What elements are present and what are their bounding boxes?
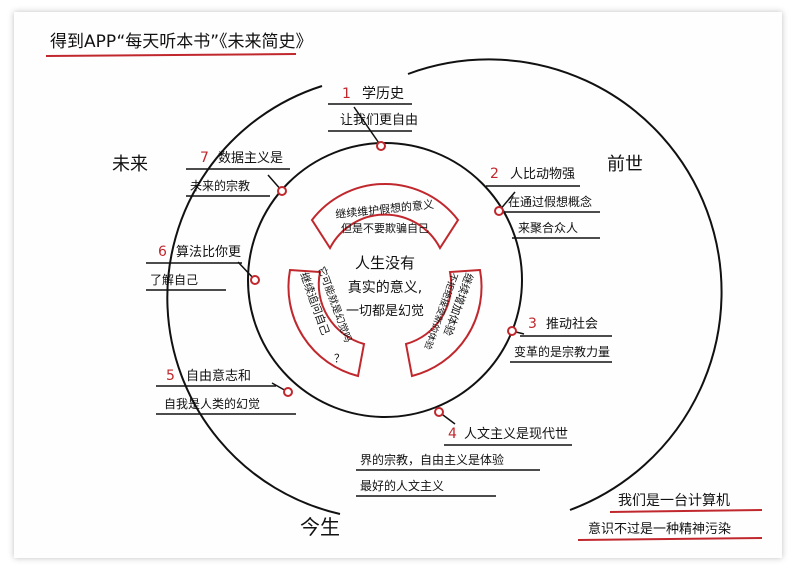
node-6-title: 算法比你更 [176, 245, 241, 260]
node-1-sub: 让我们更自由 [340, 113, 418, 128]
node-5-title: 自由意志和 [186, 368, 251, 384]
node-2-sub2: 来聚合众人 [518, 220, 578, 235]
node-3-sub: 变革的是宗教力量 [514, 344, 610, 359]
node-dot-2 [494, 206, 504, 216]
segment-left-col-3: ？ [334, 352, 345, 365]
node-7-sub: 未来的宗教 [190, 178, 250, 193]
node-4-sub2: 最好的人文主义 [360, 478, 444, 493]
node-dot-6 [250, 275, 260, 285]
node-dot-3 [507, 326, 517, 336]
node-2-title: 人比动物强 [510, 167, 575, 182]
footer-underline-1 [609, 509, 763, 513]
paper-card [14, 12, 782, 558]
center-line-2: 真实的意义, [348, 279, 422, 296]
node-2-sub: 在通过假想概念 [508, 194, 592, 209]
node-dot-1 [376, 141, 386, 151]
connector-1 [353, 106, 382, 147]
center-line-1: 人生没有 [355, 254, 415, 272]
node-dot-4 [434, 407, 444, 417]
footer-line-1: 我们是一台计算机 [618, 493, 730, 509]
node-4-num: 4 [448, 426, 457, 442]
node-3-title: 推动社会 [546, 316, 598, 332]
node-1-num: 1 [342, 86, 351, 102]
node-7-num: 7 [200, 150, 209, 166]
era-past: 前世 [607, 154, 643, 175]
node-6-sub: 了解自己 [150, 273, 198, 287]
node-5-num: 5 [166, 368, 175, 384]
segment-left [287, 268, 366, 378]
node-7-title: 数据主义是 [218, 151, 283, 166]
node-5-sub: 自我是人类的幻觉 [164, 396, 260, 411]
node-2-num: 2 [490, 166, 499, 182]
footer-line-2: 意识不过是一种精神污染 [588, 521, 731, 537]
node-4-sub: 界的宗教，自由主义是体验 [360, 452, 504, 467]
node-6-num: 6 [158, 244, 167, 260]
outer-arc-right [407, 58, 723, 511]
era-present: 今生 [300, 515, 340, 539]
node-dot-5 [283, 387, 293, 397]
header-underline [45, 53, 297, 57]
segment-right [404, 268, 483, 378]
footer-underline-2 [577, 537, 763, 541]
node-4-title: 人文主义是现代世 [464, 427, 568, 442]
segment-top-line-1: 继续维护假想的意义 [335, 197, 435, 221]
header-title: 得到APP“每天听本书”《未来简史》 [50, 32, 313, 52]
segment-top-line-2: 但是不要欺骗自己 [341, 221, 429, 235]
outer-arc-left [166, 85, 341, 515]
segment-top [310, 182, 460, 250]
node-3-num: 3 [528, 316, 537, 332]
center-line-3: 一切都是幻觉 [346, 304, 424, 319]
era-future: 未来 [112, 154, 148, 175]
node-dot-7 [277, 186, 287, 196]
node-1-title: 学历史 [362, 86, 404, 102]
